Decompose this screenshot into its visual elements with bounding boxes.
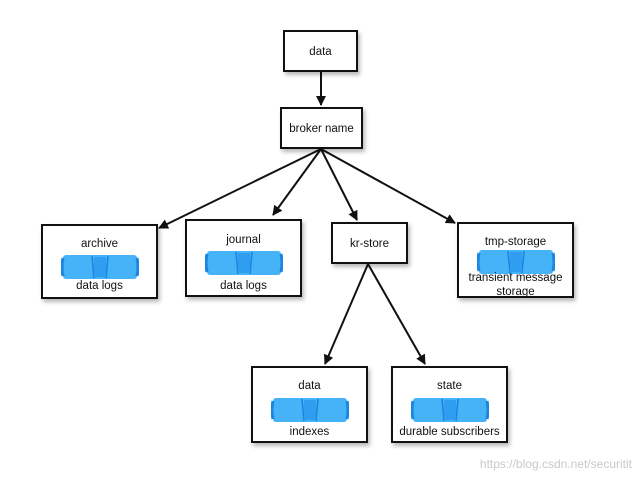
edge-broker-to-archive xyxy=(158,148,322,229)
edge-broker-to-tmp xyxy=(320,148,456,224)
node-data-leaf-label: data xyxy=(298,380,321,392)
node-state-sub: durable subscribers xyxy=(399,426,500,438)
watermark: https://blog.csdn.net/securitit xyxy=(479,457,632,471)
node-state-label: state xyxy=(437,380,462,392)
node-journal-sub: data logs xyxy=(220,280,267,292)
node-archive-label: archive xyxy=(80,238,119,250)
node-tmp-label: tmp-storage xyxy=(484,236,547,248)
node-data-root: data xyxy=(283,30,358,72)
database-cylinder-icon xyxy=(410,398,490,425)
node-journal-label: journal xyxy=(226,234,261,246)
edge-krstore-to-state xyxy=(367,263,426,365)
node-broker-label: broker name xyxy=(289,123,354,135)
node-data-indexes: data indexes xyxy=(251,366,368,443)
edge-broker-to-journal xyxy=(272,148,322,216)
node-archive-sub: data logs xyxy=(76,280,123,292)
node-data-root-label: data xyxy=(309,46,332,58)
node-tmp-sub1: transient message xyxy=(468,272,563,284)
node-archive: archive data logs xyxy=(41,224,158,299)
node-kr-store: kr-store xyxy=(331,222,408,264)
database-cylinder-icon xyxy=(204,251,284,278)
edge-krstore-to-data xyxy=(323,263,369,365)
database-cylinder-icon xyxy=(60,255,140,282)
node-tmp-sub2: storage xyxy=(496,286,535,298)
database-cylinder-icon xyxy=(270,398,350,425)
node-journal: journal data logs xyxy=(185,219,302,297)
node-state: state durable subscribers xyxy=(391,366,508,443)
edge-broker-to-krstore xyxy=(320,148,358,221)
database-cylinder-icon xyxy=(476,250,556,277)
node-data-leaf-sub: indexes xyxy=(289,426,330,438)
node-krstore-label: kr-store xyxy=(350,238,389,250)
node-broker-name: broker name xyxy=(280,107,363,149)
node-tmp-storage: tmp-storage transient message storage xyxy=(457,222,574,298)
